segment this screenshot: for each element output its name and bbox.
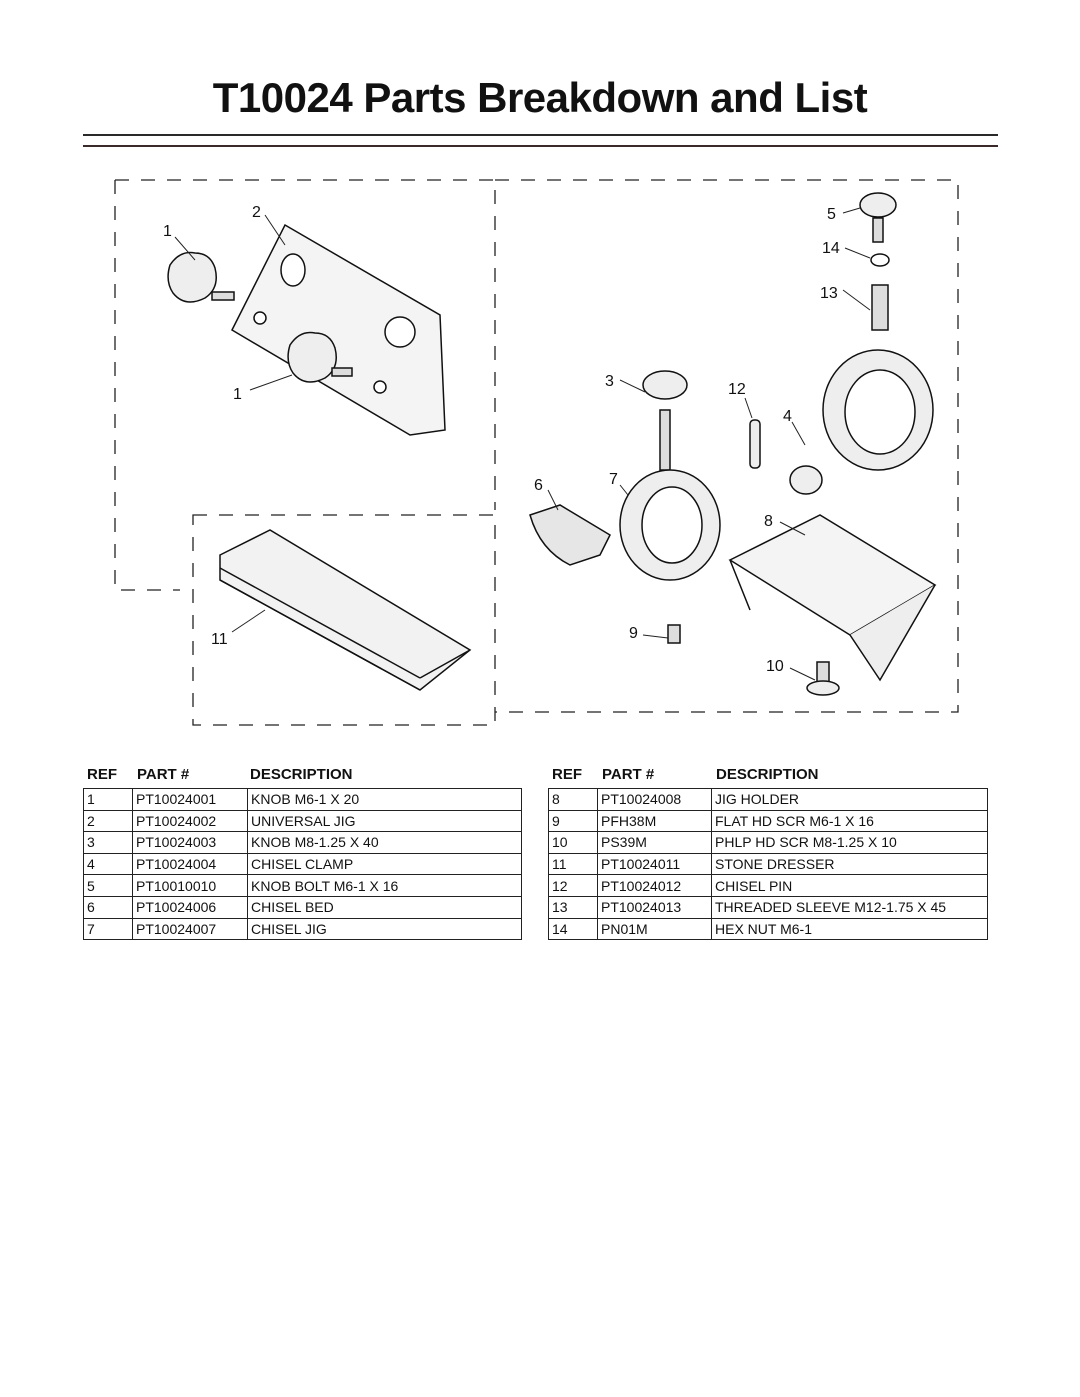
cell-description: CHISEL CLAMP — [247, 852, 522, 876]
callout-14: 14 — [822, 240, 840, 257]
cell-description: KNOB BOLT M6-1 X 16 — [247, 874, 522, 897]
cell-description: UNIVERSAL JIG — [247, 809, 522, 833]
page-title: T10024 Parts Breakdown and List — [212, 74, 868, 121]
cell-description: JIG HOLDER — [711, 788, 988, 811]
cell-ref: 11 — [548, 852, 598, 876]
cell-part: PT10024008 — [597, 788, 712, 811]
callout-6: 6 — [534, 477, 543, 494]
cell-part: PT10024001 — [132, 788, 248, 811]
cell-ref: 9 — [548, 809, 598, 833]
header-part: PART # — [137, 766, 190, 783]
header-ref: REF — [552, 766, 582, 783]
title-rule-bottom — [83, 145, 998, 147]
cell-ref: 12 — [548, 874, 598, 897]
cell-part: PT10024013 — [597, 895, 712, 919]
callout-11: 11 — [211, 631, 228, 648]
cell-part: PN01M — [597, 917, 712, 941]
jig-slot — [280, 253, 306, 287]
cell-part: PT10024003 — [132, 831, 248, 854]
cell-ref: 5 — [83, 874, 133, 897]
header-part: PART # — [602, 766, 655, 783]
cell-description: CHISEL JIG — [247, 917, 522, 941]
callout-10: 10 — [766, 658, 784, 675]
callout-1: 1 — [233, 386, 242, 403]
cell-part: PT10024004 — [132, 852, 248, 876]
header-ref: REF — [87, 766, 117, 783]
cell-ref: 4 — [83, 852, 133, 876]
cell-ref: 3 — [83, 831, 133, 854]
cell-description: KNOB M6-1 X 20 — [247, 788, 522, 811]
callout-9: 9 — [629, 625, 638, 642]
callout-2: 2 — [252, 204, 261, 221]
callout-13: 13 — [820, 285, 838, 302]
knob-bolt-5 — [859, 192, 897, 218]
leader-lines — [174, 207, 871, 681]
callout-5: 5 — [827, 206, 836, 223]
cell-ref: 13 — [548, 895, 598, 919]
cell-description: HEX NUT M6-1 — [711, 917, 988, 941]
cell-ref: 10 — [548, 831, 598, 854]
cell-description: THREADED SLEEVE M12-1.75 X 45 — [711, 895, 988, 919]
cell-part: PT10010010 — [132, 874, 248, 897]
title-rule-top — [83, 134, 998, 136]
knob-1b — [287, 331, 337, 383]
cell-description: CHISEL BED — [247, 895, 522, 919]
callout-1: 1 — [163, 223, 172, 240]
chisel-pin-12 — [749, 419, 761, 469]
knob-1a — [167, 251, 217, 303]
chisel-bed-6 — [529, 504, 611, 566]
cell-part: PT10024006 — [132, 895, 248, 919]
callout-3: 3 — [605, 373, 614, 390]
callouts: 1 2 1 5 14 13 3 12 4 6 7 8 9 10 11 — [163, 204, 840, 675]
group-borders — [114, 179, 959, 726]
cell-description: CHISEL PIN — [711, 874, 988, 897]
cell-part: PFH38M — [597, 809, 712, 833]
parts-diagram: 1 2 1 5 14 13 3 12 4 6 7 8 9 10 11 — [114, 179, 959, 726]
cell-part: PT10024007 — [132, 917, 248, 941]
threaded-sleeve-13 — [871, 284, 889, 331]
cell-description: KNOB M8-1.25 X 40 — [247, 831, 522, 854]
hex-nut-14 — [870, 253, 890, 267]
cell-ref: 7 — [83, 917, 133, 941]
cell-ref: 1 — [83, 788, 133, 811]
cell-ref: 2 — [83, 809, 133, 833]
callout-12: 12 — [728, 381, 746, 398]
header-description: DESCRIPTION — [716, 766, 819, 783]
knob-3 — [642, 370, 688, 400]
cell-description: PHLP HD SCR M8-1.25 X 10 — [711, 831, 988, 854]
cell-part: PS39M — [597, 831, 712, 854]
header-description: DESCRIPTION — [250, 766, 353, 783]
stone-dresser-11 — [219, 529, 472, 691]
cell-description: STONE DRESSER — [711, 852, 988, 876]
callout-8: 8 — [764, 513, 773, 530]
cell-ref: 14 — [548, 917, 598, 941]
screw-9 — [667, 624, 681, 644]
cell-description: FLAT HD SCR M6-1 X 16 — [711, 809, 988, 833]
cell-part: PT10024012 — [597, 874, 712, 897]
cell-ref: 6 — [83, 895, 133, 919]
callout-4: 4 — [783, 408, 792, 425]
cell-part: PT10024011 — [597, 852, 712, 876]
cell-part: PT10024002 — [132, 809, 248, 833]
callout-7: 7 — [609, 471, 618, 488]
cell-ref: 8 — [548, 788, 598, 811]
